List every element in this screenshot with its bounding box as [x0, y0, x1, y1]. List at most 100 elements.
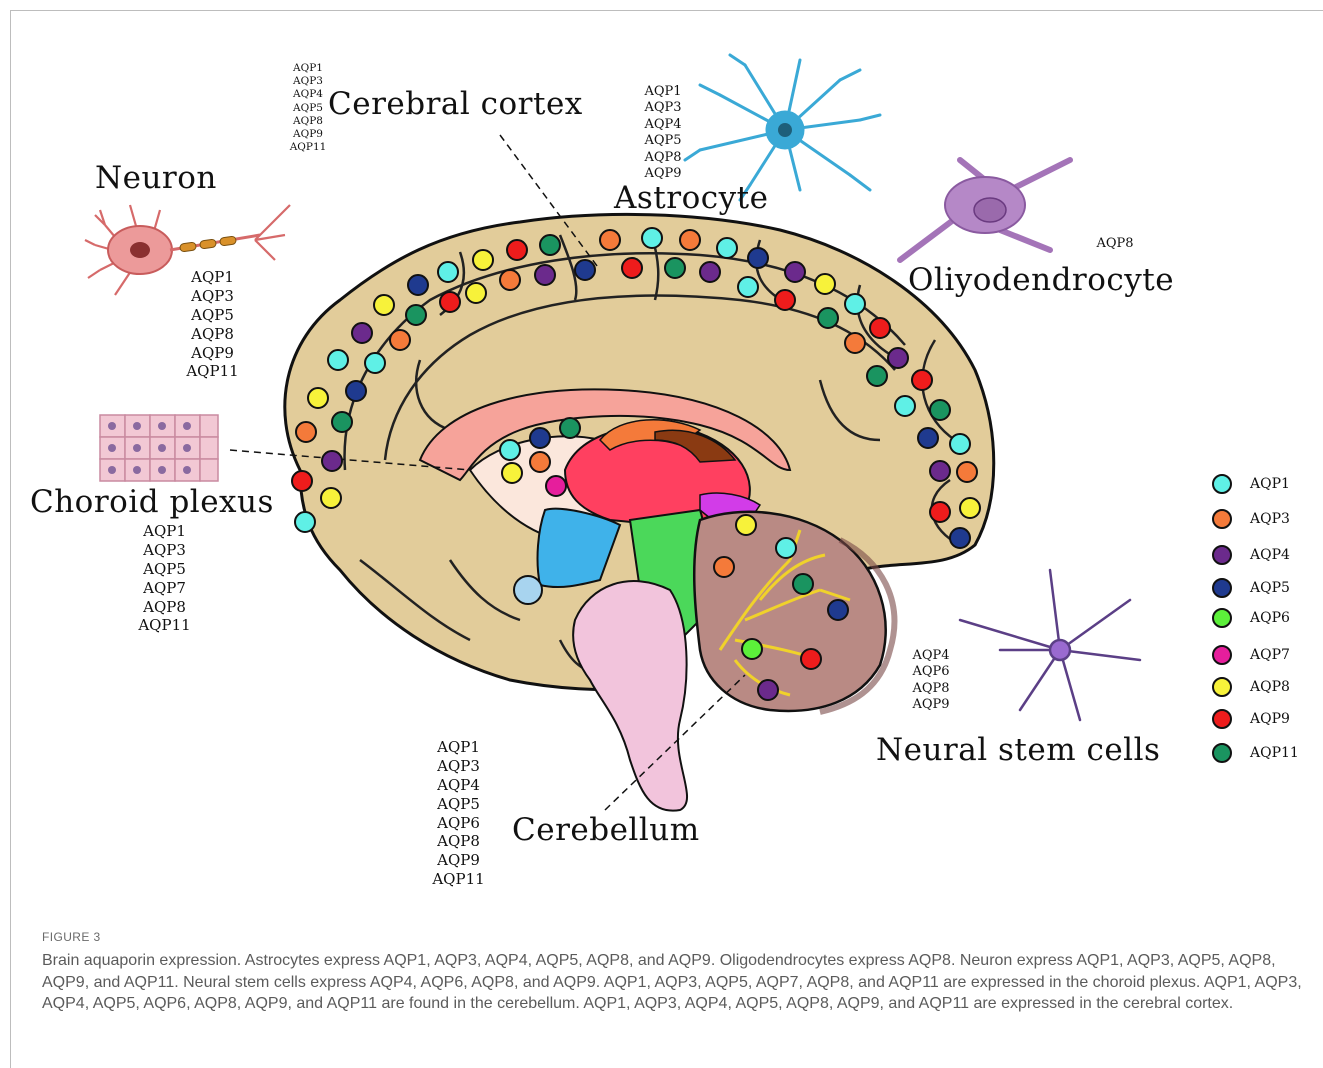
figure-caption-text: Brain aquaporin expression. Astrocytes e… — [42, 950, 1307, 1015]
legend-label: AQP6 — [1250, 610, 1290, 626]
legend-item: AQP6 — [1212, 604, 1290, 632]
label-choroid-plexus: Choroid plexus — [30, 484, 274, 520]
expression-dot — [717, 238, 737, 258]
expression-dot — [801, 649, 821, 669]
expression-dot — [845, 333, 865, 353]
expression-dot — [736, 515, 756, 535]
legend-label: AQP9 — [1250, 711, 1290, 727]
figure-label: FIGURE 3 — [42, 930, 1307, 944]
choroid-plexus-icon — [100, 415, 218, 481]
expression-dot — [912, 370, 932, 390]
expression-dot — [738, 277, 758, 297]
expression-dot — [930, 461, 950, 481]
legend-item: AQP5 — [1212, 574, 1290, 602]
legend-dot — [1212, 677, 1232, 697]
expression-dot — [575, 260, 595, 280]
expression-dot — [700, 262, 720, 282]
astrocyte-icon — [685, 55, 880, 200]
expression-dot — [742, 639, 762, 659]
expression-dot — [321, 488, 341, 508]
label-astrocyte: Astrocyte — [614, 180, 768, 216]
legend-item: AQP11 — [1212, 739, 1299, 767]
expression-dot — [888, 348, 908, 368]
label-oligodendrocyte: Oliyodendrocyte — [908, 262, 1174, 298]
expression-dot — [642, 228, 662, 248]
label-cerebral-cortex: Cerebral cortex — [328, 86, 583, 122]
expression-dot — [332, 412, 352, 432]
list-oligodendrocyte: AQP8 — [1090, 236, 1140, 252]
expression-dot — [960, 498, 980, 518]
legend-dot — [1212, 578, 1232, 598]
legend-item: AQP3 — [1212, 505, 1290, 533]
expression-dot — [950, 528, 970, 548]
label-neuron: Neuron — [95, 160, 217, 196]
legend-dot — [1212, 545, 1232, 565]
neural-stem-cell-icon — [960, 570, 1140, 720]
list-choroid: AQP1AQP3AQP5AQP7AQP8AQP11 — [132, 522, 197, 635]
expression-dot — [322, 451, 342, 471]
expression-dot — [918, 428, 938, 448]
legend-label: AQP8 — [1250, 679, 1290, 695]
expression-dot — [346, 381, 366, 401]
expression-dot — [775, 290, 795, 310]
expression-dot — [680, 230, 700, 250]
legend-item: AQP1 — [1212, 470, 1290, 498]
expression-dot — [390, 330, 410, 350]
pituitary — [514, 576, 542, 604]
expression-dot — [530, 428, 550, 448]
label-neural-stem-cells: Neural stem cells — [876, 732, 1160, 768]
expression-dot — [845, 294, 865, 314]
expression-dot — [622, 258, 642, 278]
legend-label: AQP5 — [1250, 580, 1290, 596]
expression-dot — [530, 452, 550, 472]
expression-dot — [374, 295, 394, 315]
expression-dot — [793, 574, 813, 594]
legend-dot — [1212, 509, 1232, 529]
legend-dot — [1212, 709, 1232, 729]
expression-dot — [466, 283, 486, 303]
expression-dot — [308, 388, 328, 408]
legend-item: AQP8 — [1212, 673, 1290, 701]
expression-dot — [560, 418, 580, 438]
expression-dot — [867, 366, 887, 386]
legend-dot — [1212, 474, 1232, 494]
expression-dot — [895, 396, 915, 416]
expression-dot — [500, 270, 520, 290]
legend-item: AQP7 — [1212, 641, 1290, 669]
expression-dot — [546, 476, 566, 496]
expression-dot — [665, 258, 685, 278]
expression-dot — [776, 538, 796, 558]
expression-dot — [930, 502, 950, 522]
expression-dot — [295, 512, 315, 532]
expression-dot — [930, 400, 950, 420]
expression-dot — [758, 680, 778, 700]
label-cerebellum: Cerebellum — [512, 812, 700, 848]
expression-dot — [507, 240, 527, 260]
expression-dot — [438, 262, 458, 282]
legend-label: AQP11 — [1250, 745, 1299, 761]
legend-label: AQP7 — [1250, 647, 1290, 663]
expression-dot — [352, 323, 372, 343]
expression-dot — [296, 422, 316, 442]
legend-item: AQP9 — [1212, 705, 1290, 733]
expression-dot — [714, 557, 734, 577]
legend-dot — [1212, 645, 1232, 665]
expression-dot — [950, 434, 970, 454]
legend-label: AQP1 — [1250, 476, 1290, 492]
expression-dot — [292, 471, 312, 491]
legend-item: AQP4 — [1212, 541, 1290, 569]
oligodendrocyte-icon — [900, 160, 1070, 260]
expression-dot — [406, 305, 426, 325]
expression-dot — [502, 463, 522, 483]
legend-label: AQP4 — [1250, 547, 1290, 563]
figure-caption: FIGURE 3 Brain aquaporin expression. Ast… — [42, 930, 1307, 1015]
expression-dot — [600, 230, 620, 250]
expression-dot — [408, 275, 428, 295]
expression-dot — [785, 262, 805, 282]
expression-dot — [828, 600, 848, 620]
legend-dot — [1212, 743, 1232, 763]
expression-dot — [815, 274, 835, 294]
